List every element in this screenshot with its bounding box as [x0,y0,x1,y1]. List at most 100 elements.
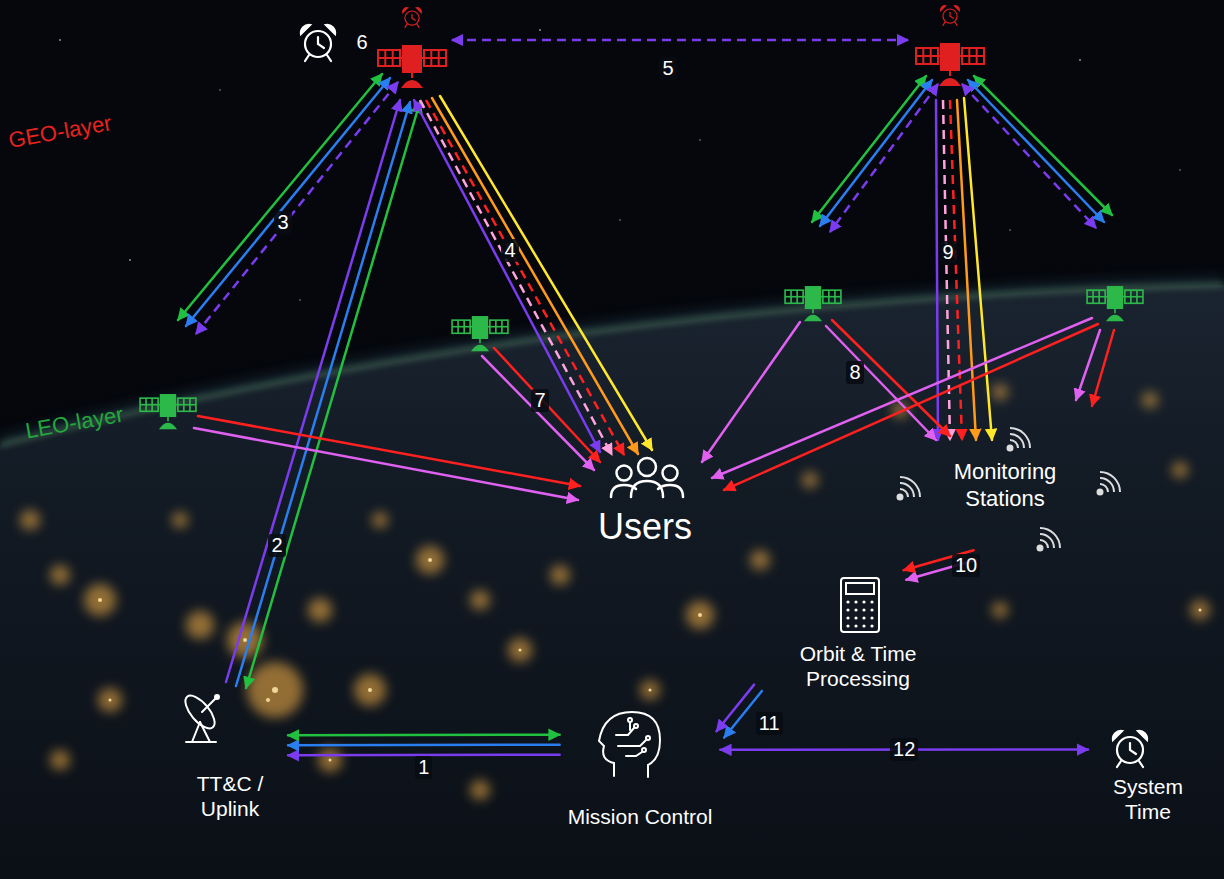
earth-part [0,285,1224,879]
signal-arrows-2-part [236,102,410,686]
city-lights [20,384,1210,800]
antenna-icons-part [1010,434,1024,448]
signal-arrows-4-part [420,100,612,455]
brain-head-icon-part [629,722,631,730]
dish-antenna-icon-part [202,698,216,712]
callout-number: 9 [939,241,956,264]
system-time-node: System Time [1088,722,1208,828]
brain-head-icon-part [646,736,650,740]
calculator-icon-part-part [870,608,873,611]
mission-control-node: Mission Control [560,705,721,833]
city-lights-part [84,584,116,616]
city-lights-part [20,510,40,530]
leo-signal-arrows-part [494,348,600,462]
calculator-icon [841,578,879,632]
city-lights-part [372,512,388,528]
calculator-icon-part-part [854,600,857,603]
callout-number: 3 [274,211,291,234]
signal-arrows-9 [936,98,992,440]
city-lights-part [354,674,386,706]
geo-satellites [378,6,984,87]
brain-head-icon-part [599,712,660,777]
calculator-icon-part-part [854,608,857,611]
callout-number: 12 [890,738,918,761]
stars-part [129,259,131,261]
antenna-icons [898,428,1121,551]
brain-head-icon-part [628,718,632,722]
layer-label: GEO-layer [7,111,114,154]
city-lights-part [308,598,332,622]
leo-signal-arrows-part [198,416,580,486]
brain-head-icon-part [634,724,638,728]
geo-satellites-part [403,8,422,28]
stars-part [1179,169,1181,171]
calculator-icon-part-part [862,608,865,611]
city-lights-part [1142,392,1158,408]
leo-signal-arrows-part [702,322,800,462]
stars-part [1009,229,1011,231]
leo-satellites-part [785,287,841,321]
city-lights-part [172,512,188,528]
geo-satellites-part [941,6,960,26]
city-light-cores-part [329,759,332,762]
dish-antenna-icon-part [180,691,220,733]
antenna-icons-part [1100,472,1120,492]
city-lights-part [802,472,818,488]
city-lights-part [50,750,70,770]
city-lights-part [50,565,70,585]
callout-number: 4 [501,239,518,262]
calculator-icon-part-part [846,624,849,627]
leo-signal-arrows-part [1092,330,1114,406]
antenna-icons-part [900,477,920,497]
signal-arrows-3-part [186,78,390,326]
signal-arrows-geo-right-part [974,76,1112,215]
city-lights-part [640,680,660,700]
city-lights-part [470,590,490,610]
city-lights-part [470,780,490,800]
city-light-cores-part [243,638,247,642]
leo-satellites-part [1087,287,1143,321]
signal-arrows-4-part [426,100,624,455]
city-light-cores-part [272,687,278,693]
signal-arrows-3 [178,74,398,334]
users-icon-part [658,485,683,497]
city-light-cores-part [428,558,432,562]
city-light-cores-part [698,613,702,617]
antenna-icons-part [1010,428,1030,448]
callout-number: 11 [756,712,783,735]
signal-arrows-2 [226,100,420,688]
dish-antenna-icon-part [215,695,219,699]
leo-signal-arrows-part [194,428,578,500]
city-light-cores-part [1199,609,1202,612]
calculator-icon-part-part [854,616,857,619]
signal-arrows-9-part [964,98,992,440]
signal-arrows-4 [414,96,652,455]
dish-antenna-icon [180,691,220,742]
city-lights-part [186,611,214,639]
antenna-icons-part [898,495,903,500]
brain-head-icon-part [642,748,646,752]
users-node: Users [560,430,730,552]
signal-arrows-4-part [414,100,600,452]
signal-arrows-9-part [957,100,976,440]
stars-part [699,139,701,141]
city-lights-part [686,601,714,629]
calculator-icon-part-part [862,616,865,619]
signal-arrows-geo-right-part [820,80,932,226]
dish-antenna-icon-part [200,722,210,742]
calculator-icon-part-part [870,624,873,627]
city-light-cores-part [266,698,270,702]
city-lights-part [1172,462,1188,478]
users-icon-part [617,466,632,481]
callout-number: 1 [415,756,432,779]
antenna-icons-part [900,489,908,497]
stars-part [1079,59,1081,61]
callout-number: 7 [531,389,548,412]
callout-number: 8 [846,361,863,384]
signal-connector [288,735,560,756]
geo-satellites-part [916,44,984,85]
stars-part [299,299,301,301]
city-lights-part [992,384,1008,400]
users-icon-part [611,485,636,497]
